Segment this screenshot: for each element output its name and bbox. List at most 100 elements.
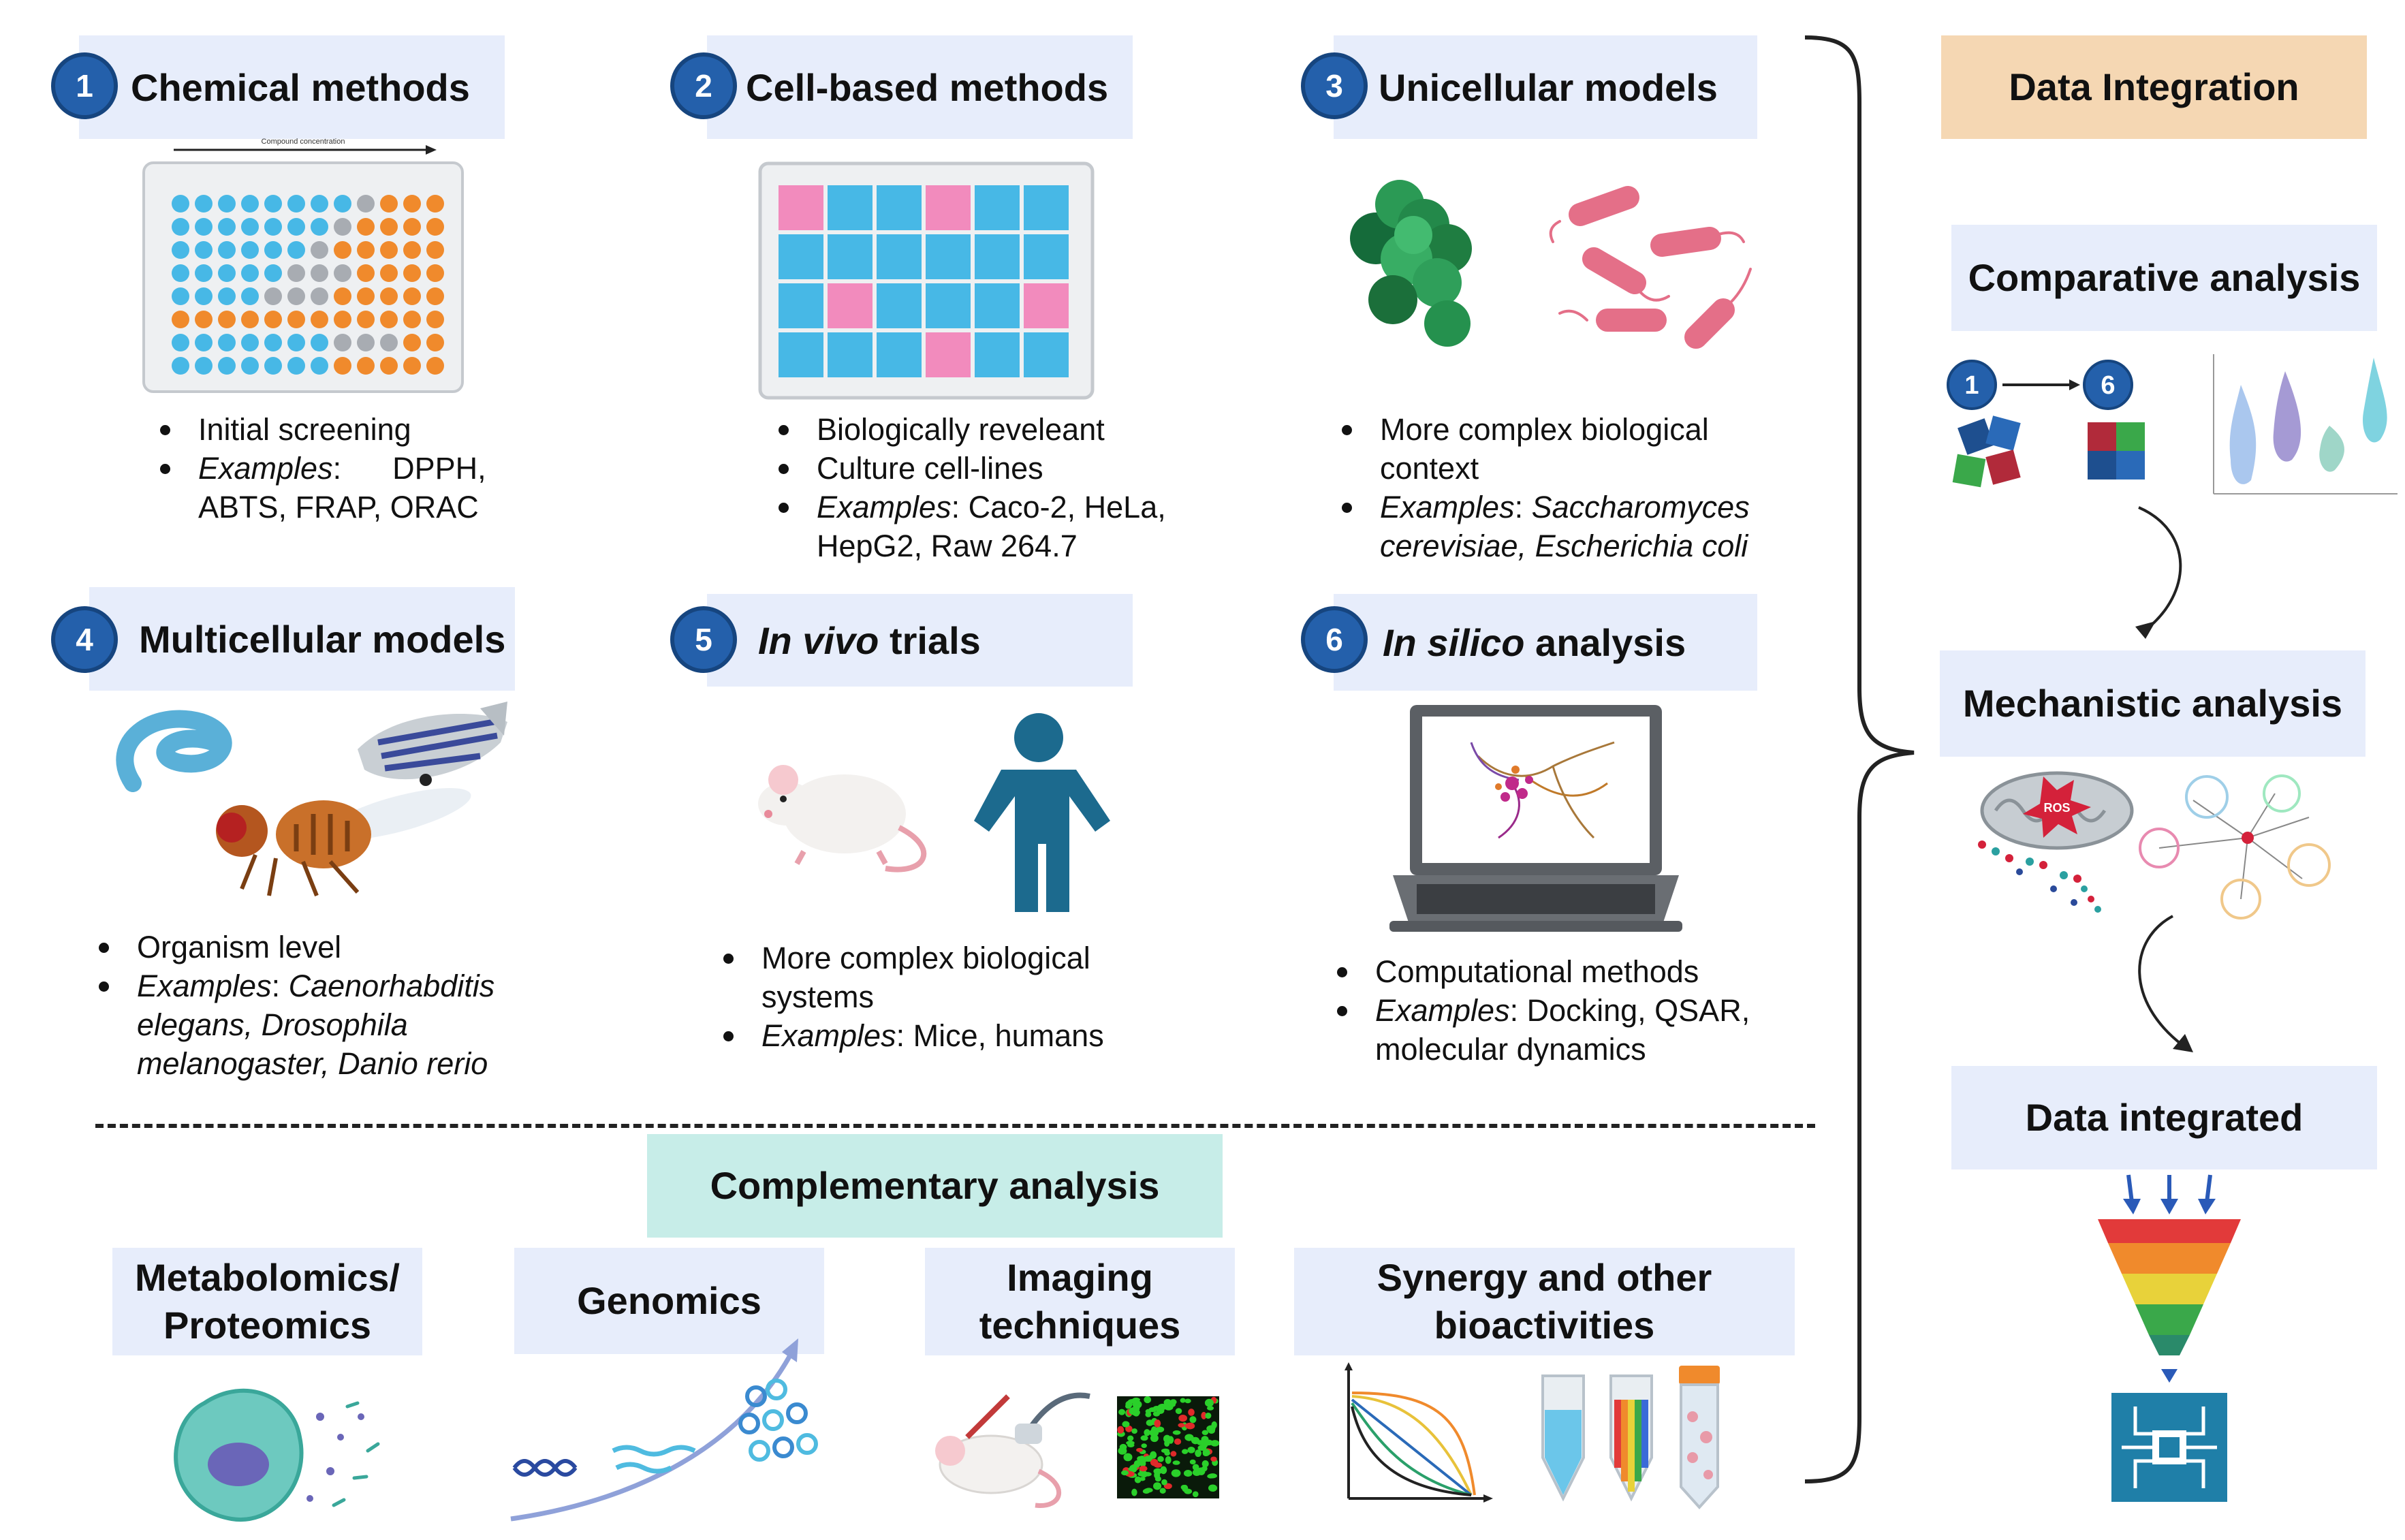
genomics-illustration [510,1338,818,1522]
cell-dot [1211,1421,1217,1429]
cell-dot [1137,1471,1146,1477]
well [287,218,305,236]
genomics-header: Genomics [514,1248,824,1354]
examples-label: Examples [817,490,952,524]
header-chemical-methods: Chemical methods [79,35,505,139]
puzzle-from-label: 1 [1964,371,1979,400]
input-arrows [2126,1174,2212,1203]
cell-dot [1121,1470,1129,1476]
well [195,311,213,328]
well [264,357,282,375]
cell-dot [1118,1409,1126,1415]
integration-title: Data Integration [2009,65,2299,108]
well [426,287,444,305]
examples-label: Examples [1375,993,1510,1028]
cell-dot [1187,1446,1195,1453]
well [357,241,375,259]
step-title: Data integrated [2025,1096,2304,1139]
cell-dot [1117,1426,1125,1434]
panel-title-rest: analysis [1524,620,1686,664]
cell-dot [1154,1419,1161,1428]
cell-dot [1146,1419,1154,1426]
ros-label: ROS [2043,801,2070,815]
wells [172,195,444,375]
cell-dot [1139,1465,1148,1472]
panel-title-rest: trials [879,618,981,662]
imaging-illustration [935,1392,1220,1508]
unicellular-illustration [1350,180,1752,349]
cell-dot [1150,1458,1159,1466]
mouse-icon [758,765,927,873]
cell-dot [1125,1403,1132,1409]
cell-well [1024,234,1069,279]
well [287,287,305,305]
cell-dot [1142,1488,1150,1494]
step-badge-1: 1 [51,52,118,119]
cell-well [828,283,873,328]
data-integrated-header: Data integrated [1951,1066,2377,1169]
bullet: Initial screening [160,410,514,449]
fruit-fly-icon [216,788,471,897]
bullet-examples: Examples: Caenorhabditis elegans, Drosop… [99,967,521,1083]
well [287,357,305,375]
well [195,334,213,351]
protein-network-icon [2139,774,2331,920]
in-vivo-illustration [758,713,1110,912]
cell-well [1024,283,1069,328]
section-divider [95,1124,1815,1128]
curly-brace-icon [1804,35,1915,1483]
unicellular-bullets: More complex biological context Examples… [1342,410,1764,565]
well [241,241,259,259]
sample-tube-icon [1679,1366,1720,1509]
panel-title: Chemical methods [131,65,470,109]
bacteria-icon [1549,186,1752,349]
cell-dot [1201,1460,1209,1468]
well [287,334,305,351]
well [334,357,351,375]
well [403,287,421,305]
well [426,334,444,351]
puzzle-pieces-icon [1952,415,2021,488]
cell-dot [1183,1470,1193,1477]
well [218,287,236,305]
step-title: Mechanistic analysis [1962,682,2343,725]
cell-well [1024,185,1069,230]
mechanistic-analysis-illustration: ROS [1978,771,2331,920]
puzzle-to-label: 6 [2101,371,2115,400]
well [218,195,236,213]
laptop-docking-illustration [1389,705,1682,932]
well [172,334,189,351]
well [380,287,398,305]
metabolomics-proteomics-header: Metabolomics/ Proteomics [112,1248,422,1355]
well [311,264,328,282]
well [334,311,351,328]
multicellular-illustration [116,702,507,897]
cell-well [779,185,823,230]
examples-text: : Caco-2, HeLa, HepG2, Raw 264.7 [817,490,1166,563]
cell-well [779,283,823,328]
cell-well [975,332,1020,377]
cell-dot [1171,1469,1181,1477]
well [426,218,444,236]
cell-dot [1155,1426,1165,1433]
cell-dot [1189,1459,1196,1465]
cell-plate-illustration [758,161,1095,400]
comparative-analysis-illustration: 1 6 [1947,354,2398,494]
well [311,218,328,236]
data-integration-header: Data Integration [1941,35,2367,139]
well [403,264,421,282]
cell-dot [1197,1445,1207,1451]
cell-well [975,283,1020,328]
well [380,241,398,259]
well [334,287,351,305]
examples-label: Examples [198,451,333,486]
well [218,311,236,328]
well [426,311,444,328]
well [172,311,189,328]
well [195,218,213,236]
cell-dot [1131,1409,1140,1416]
well [287,264,305,282]
puzzle-assembled-icon [2088,422,2145,480]
cell-well [877,234,922,279]
mitochondria-icon: ROS [1980,771,2134,850]
